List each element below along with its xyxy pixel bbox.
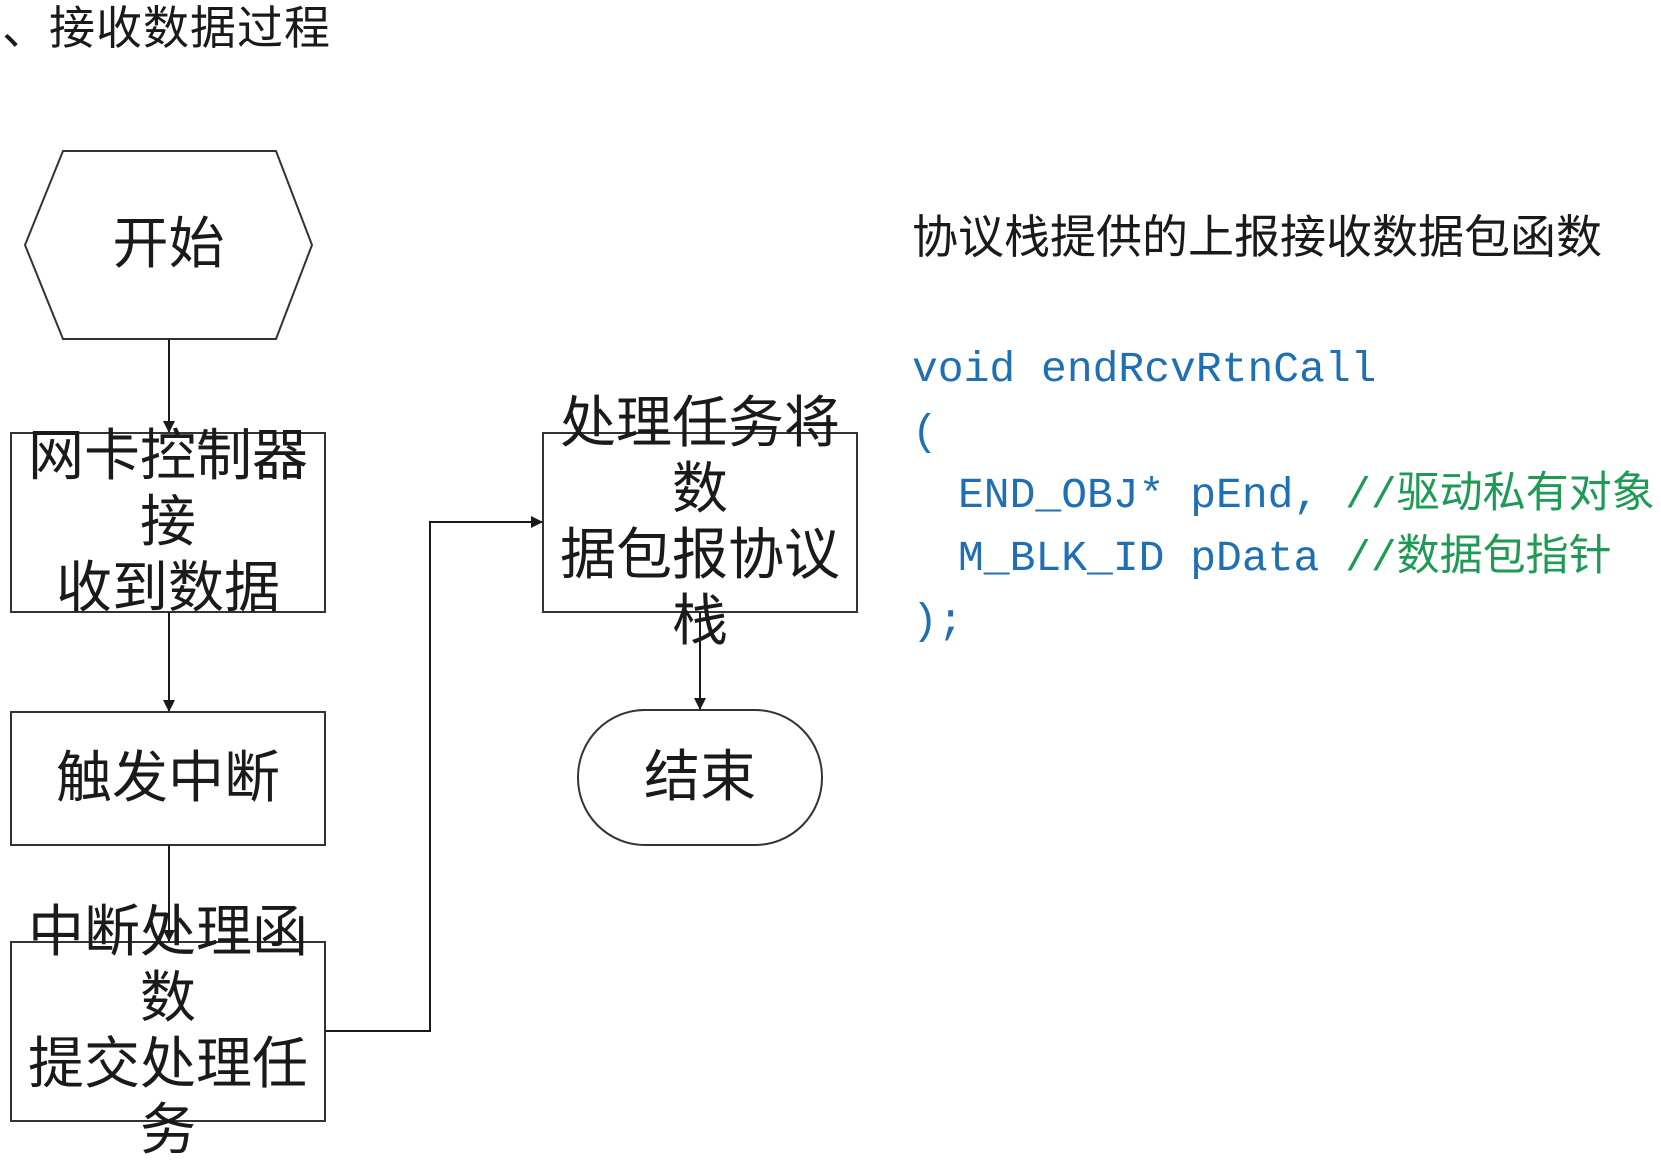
step1-line2: 收到数据 (56, 555, 280, 621)
code-param1-comment: //驱动私有对象 (1345, 471, 1655, 520)
step4-label: 处理任务将数 据包报协议栈 (543, 391, 857, 654)
step3-line1: 中断处理函数 (28, 899, 308, 1031)
code-param2-line: M_BLK_ID pData //数据包指针 (958, 528, 1612, 590)
flowchart-diagram (10, 150, 858, 1122)
step1-line1: 网卡控制器接 (28, 423, 308, 555)
code-param2: M_BLK_ID pData (958, 534, 1320, 583)
step2-label: 触发中断 (56, 745, 280, 811)
step4-line1: 处理任务将数 (560, 390, 840, 522)
step3-label: 中断处理函数 提交处理任务 (11, 900, 325, 1163)
arrow-step3-to-step4 (325, 516, 543, 1032)
code-open-paren: ( (912, 408, 938, 457)
start-label: 开始 (112, 212, 225, 277)
step3-box (10, 941, 326, 1122)
code-param2-comment: //数据包指针 (1345, 534, 1612, 583)
code-signature: void endRcvRtnCall (912, 345, 1377, 394)
end-label: 结束 (644, 744, 756, 810)
code-param1: END_OBJ* pEnd, (958, 471, 1320, 520)
start-hexagon (23, 150, 314, 340)
end-terminator (577, 709, 823, 846)
step1-label: 网卡控制器接 收到数据 (11, 424, 325, 621)
step2-box (10, 711, 326, 846)
step1-box (10, 432, 326, 613)
code-param1-line: END_OBJ* pEnd, //驱动私有对象 (958, 465, 1655, 527)
code-close: ); (912, 597, 964, 646)
page-heading: 、接收数据过程 (2, 1, 331, 55)
step4-line2: 据包报协议栈 (560, 522, 840, 654)
step3-line2: 提交处理任务 (28, 1031, 308, 1163)
api-title: 协议栈提供的上报接收数据包函数 (912, 210, 1602, 264)
